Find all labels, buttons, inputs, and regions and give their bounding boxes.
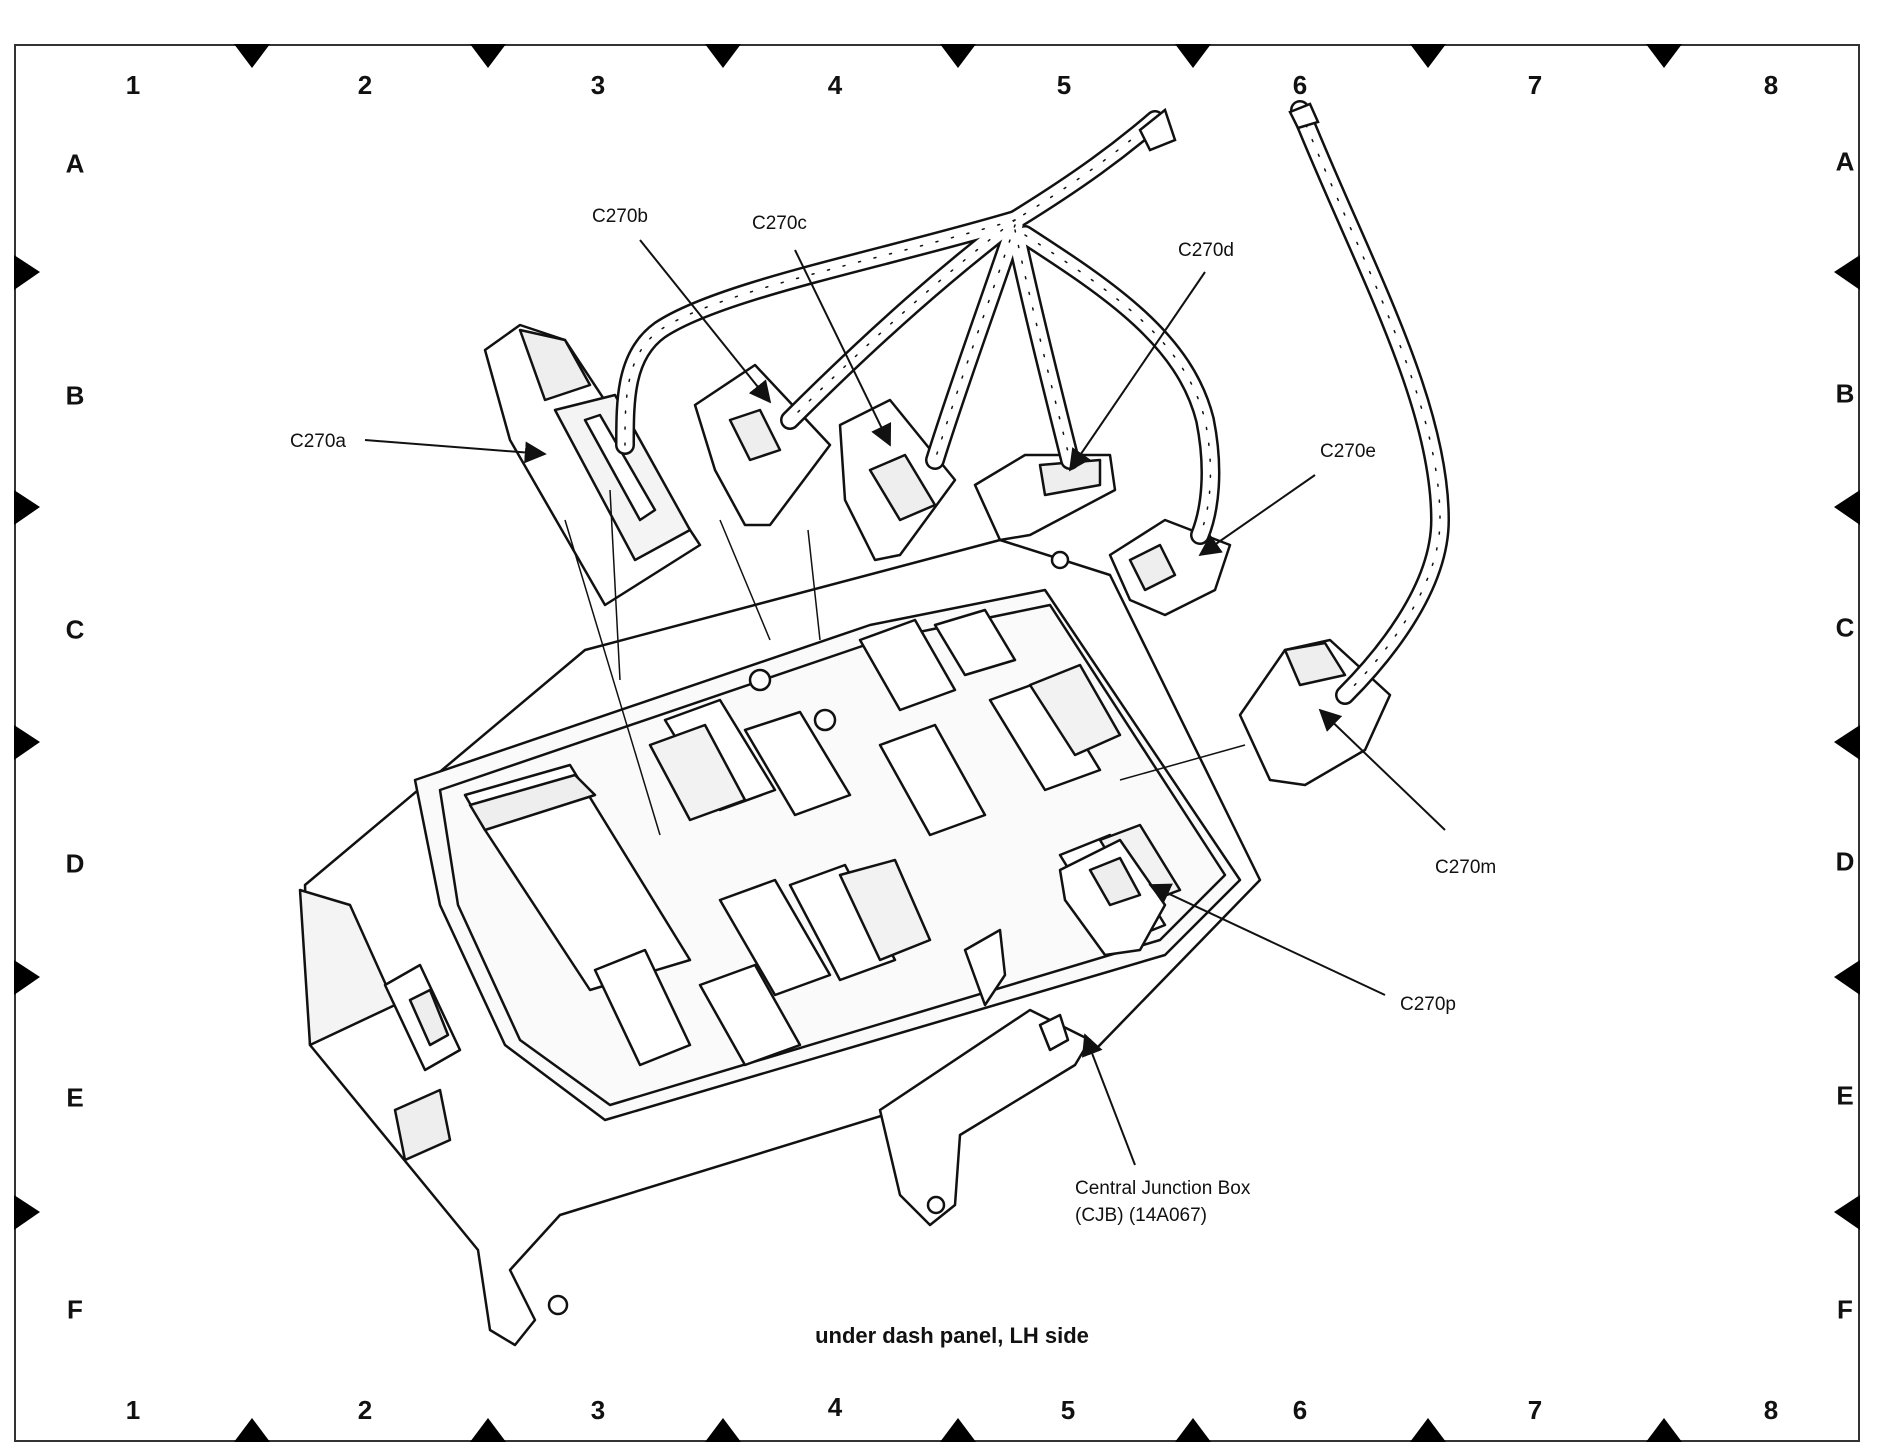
grid-row-right-f: F [1837,1294,1853,1325]
view-caption: under dash panel, LH side [815,1323,1089,1348]
leader-c270e [1198,474,1316,557]
grid-col-top-5: 5 [1056,70,1072,100]
grid-row-right-b: B [1835,378,1855,409]
leader-c270m [1318,708,1446,831]
connector-c270d [973,453,1117,542]
grid-col-top-2: 2 [357,70,373,100]
grid-row-left-b: B [65,380,85,411]
grid-col-bottom-1: 1 [125,1395,141,1425]
connector-c270p [1058,838,1167,957]
callout-leaders [364,239,1446,1166]
grid-col-bottom-3: 3 [590,1395,606,1425]
grid-edge-markers [14,44,1860,1442]
label-c270m: C270m [1435,857,1497,878]
grid-col-top-6: 6 [1292,70,1308,100]
label-c270c: C270c [752,213,807,234]
label-cjb-line1: Central Junction Box [1075,1178,1251,1199]
leader-c270p [1148,883,1386,996]
grid-col-bottom-4: 4 [827,1392,843,1422]
grid-col-top-3: 3 [590,70,606,100]
label-cjb-line2: (CJB) (14A067) [1075,1205,1207,1226]
leader-c270d [1068,271,1206,472]
grid-row-left-e: E [66,1082,84,1113]
leader-c270a [364,439,547,464]
grid-row-right-a: A [1835,146,1855,177]
grid-row-left-a: A [65,148,85,179]
connector-c270b [693,363,832,527]
central-junction-box [298,538,1262,1347]
connector-c270c [838,398,957,562]
grid-row-left-d: D [65,848,85,879]
connector-c270e [1108,518,1232,617]
label-c270p: C270p [1400,994,1456,1015]
grid-col-bottom-8: 8 [1763,1395,1779,1425]
grid-col-bottom-2: 2 [357,1395,373,1425]
grid-col-bottom-6: 6 [1292,1395,1308,1425]
leader-c270b [639,239,772,404]
grid-row-right-c: C [1835,612,1855,643]
grid-col-top-4: 4 [827,70,843,100]
grid-row-right-d: D [1835,846,1855,877]
grid-row-left-f: F [67,1294,83,1325]
wiring-harness [615,100,1451,705]
leader-cjb [1081,1033,1136,1166]
connector-c270a [483,323,702,607]
leader-c270c [794,249,892,447]
label-c270d: C270d [1178,240,1234,261]
grid-col-bottom-7: 7 [1527,1395,1543,1425]
grid-col-top-8: 8 [1763,70,1779,100]
label-c270e: C270e [1320,441,1376,462]
label-c270b: C270b [592,206,648,227]
grid-row-left-c: C [65,614,85,645]
grid-col-top-7: 7 [1527,70,1543,100]
grid-row-right-e: E [1836,1080,1854,1111]
grid-col-top-1: 1 [125,70,141,100]
label-c270a: C270a [290,431,346,452]
grid-col-bottom-5: 5 [1060,1395,1076,1425]
